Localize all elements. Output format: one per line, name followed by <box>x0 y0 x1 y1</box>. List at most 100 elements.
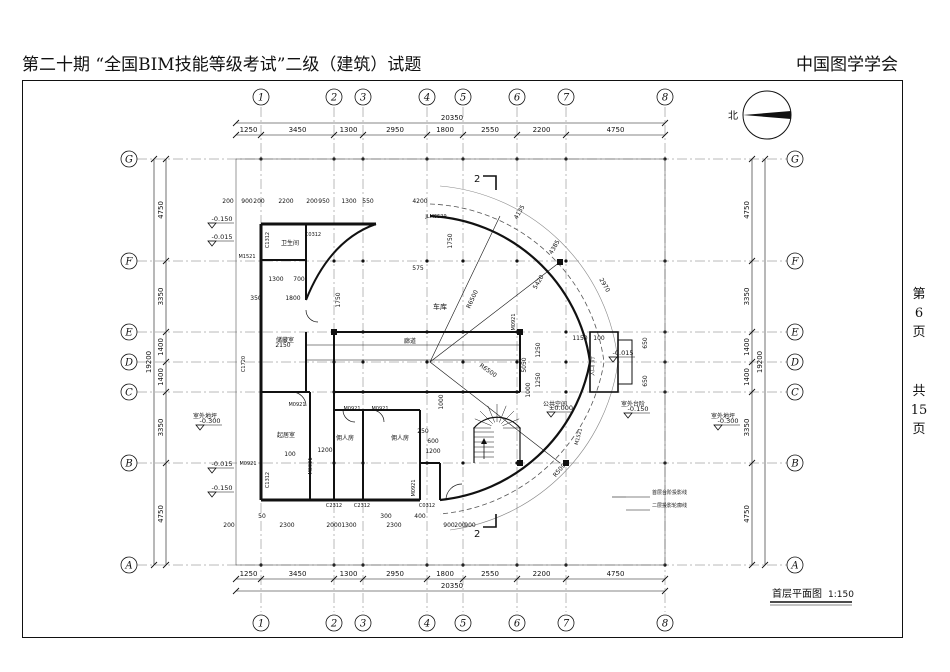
outdoor-step-label: 室外台阶 <box>621 400 645 408</box>
axis-label: 2 <box>330 619 337 630</box>
staircase <box>473 404 521 463</box>
door-label: JLM6529 <box>424 214 446 220</box>
axis-bubble <box>656 88 674 106</box>
level-triangle-icon <box>608 356 618 363</box>
axis-bubble <box>418 88 436 106</box>
inner-dim-text: 5050 <box>521 357 528 372</box>
inner-dim-text: 2970 <box>597 277 611 294</box>
axis-label: 5 <box>460 93 466 104</box>
section-mark-top: 2 <box>474 174 497 190</box>
dim-tick <box>232 587 240 595</box>
axis-bubble <box>120 383 138 401</box>
inner-dim-text: 550 <box>362 198 374 205</box>
inner-dim-text: 1300 <box>268 276 283 283</box>
door-label: M0921 <box>411 479 417 496</box>
axis-label: 1 <box>258 93 264 104</box>
column <box>517 329 523 335</box>
radius-line <box>429 261 561 363</box>
grid-node <box>564 330 568 334</box>
door-label: M1521 <box>574 428 584 446</box>
axis-bubble <box>454 614 472 632</box>
top-dim-text: 3450 <box>289 126 307 134</box>
inner-dim-text: 700 <box>293 276 305 283</box>
note-label: 二层投影轮廓线 <box>652 502 687 509</box>
inner-dim-text: 2300 <box>386 522 401 529</box>
axis-bubble <box>325 614 343 632</box>
bottom-dim-text: 1300 <box>340 570 358 578</box>
dim-tick <box>562 131 570 139</box>
top-dim-text: 1300 <box>340 126 358 134</box>
north-arrow: 北 <box>728 90 792 140</box>
inner-dim-text: 200 <box>223 522 235 529</box>
level-label: ±0.000 <box>549 404 573 412</box>
column <box>331 329 337 335</box>
axis-label: 8 <box>662 93 668 104</box>
axis-bubble <box>354 88 372 106</box>
level-triangle-icon <box>623 412 633 419</box>
walls <box>235 158 666 566</box>
page-indicator: 第 6 页 共 15 页 <box>910 285 928 439</box>
axis-bubble <box>557 88 575 106</box>
grid-node <box>461 461 465 465</box>
inner-dim-text: 1150 <box>572 335 587 342</box>
dim-tick <box>257 131 265 139</box>
organization-name: 中国图学学会 <box>796 55 898 75</box>
axis-bubble <box>120 150 138 168</box>
axis-bubble <box>786 150 804 168</box>
entry-step <box>617 339 633 385</box>
axis-label: 7 <box>563 619 570 630</box>
axis-label: 5 <box>460 619 466 630</box>
dim-tick <box>423 575 431 583</box>
window-label: C2312 <box>354 503 370 509</box>
room-label-public: 公共空间 <box>543 400 567 408</box>
top-dim-text: 2550 <box>481 126 499 134</box>
inner-dim-text: 1800 <box>285 295 300 302</box>
axis-label: F <box>791 257 800 268</box>
door-swing <box>445 483 463 501</box>
dim-tick <box>748 388 756 396</box>
inner-dim-text: 1000 <box>438 394 445 409</box>
inner-dim-text: 650 <box>642 337 649 349</box>
inner-dim-text: 100 <box>593 335 605 342</box>
page-prefix: 第 <box>912 287 926 302</box>
axis-bubble <box>120 252 138 270</box>
axis-bubble <box>252 614 270 632</box>
dim-tick <box>513 575 521 583</box>
axis-label: 7 <box>563 93 570 104</box>
dim-tick <box>150 561 158 569</box>
axis-label: 4 <box>423 93 430 104</box>
dim-tick <box>748 155 756 163</box>
left-dim-text: 1400 <box>157 338 165 356</box>
dim-tick <box>330 575 338 583</box>
dim-tick <box>748 328 756 336</box>
inner-dim-text: 900 <box>241 198 253 205</box>
axis-label: A <box>124 561 132 572</box>
inner-dim-text: 1300 <box>341 198 356 205</box>
inner-dim-text: 350 <box>250 295 262 302</box>
inner-dim-text: 400 <box>414 513 426 520</box>
north-pointer-icon <box>743 111 791 119</box>
axis-label: B <box>790 459 798 470</box>
inner-dim-text: 200 <box>253 198 265 205</box>
drawing-title-block: 首层平面图 1:150 <box>770 587 854 606</box>
dim-tick <box>162 358 170 366</box>
grid-node <box>515 360 519 364</box>
axis-bubble <box>418 614 436 632</box>
total-number: 15 <box>910 403 928 418</box>
window-label: C1720 <box>241 356 247 372</box>
level-label: -0.300 <box>200 417 221 425</box>
axis-bubble <box>120 556 138 574</box>
inner-dim-text: 1300 <box>341 522 356 529</box>
curved-wall <box>305 223 377 301</box>
dim-tick <box>257 575 265 583</box>
dim-tick <box>232 131 240 139</box>
level-triangle-icon <box>713 424 723 431</box>
dim-tick <box>661 131 669 139</box>
inner-dim-text: 50 <box>258 513 266 520</box>
axis-label: 6 <box>514 93 521 104</box>
room-label-storage: 储藏室 <box>276 336 294 344</box>
axis-label: B <box>124 459 132 470</box>
right-dim-text: 4750 <box>743 201 751 219</box>
grid-node <box>361 259 365 263</box>
